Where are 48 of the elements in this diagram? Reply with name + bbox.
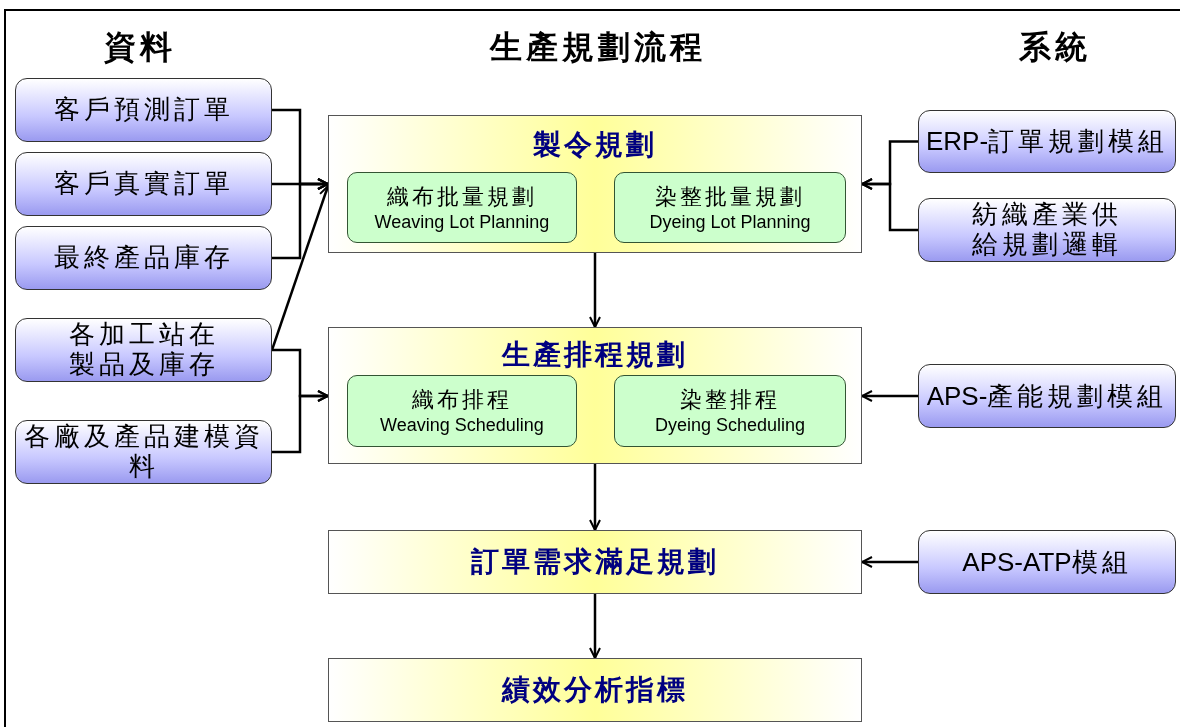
data-box	[918, 530, 1176, 594]
step-subtitle: Dyeing Lot Planning	[649, 210, 811, 233]
step-subtitle: Weaving Lot Planning	[374, 210, 550, 233]
step-box	[347, 375, 577, 447]
column-heading: 系統	[1019, 28, 1091, 67]
arrow	[589, 253, 601, 328]
column-heading: 資料	[104, 28, 176, 67]
step-subtitle: Weaving Scheduling	[380, 414, 544, 436]
box-label: APS-產能規劃模組	[926, 380, 1168, 412]
process-box	[328, 115, 862, 253]
data-box	[918, 364, 1176, 428]
box-label: 客戶真實訂單	[53, 169, 234, 199]
data-box	[15, 226, 272, 290]
step-title: 染整批量規劃	[655, 182, 805, 211]
arrow	[861, 178, 918, 232]
step-subtitle: Dyeing Scheduling	[654, 414, 806, 436]
box-label: 紡織產業供給規劃邏輯	[972, 200, 1122, 260]
data-box	[15, 318, 272, 382]
box-heading: 績效分析指標	[502, 673, 688, 707]
step-box	[614, 375, 846, 447]
step-box	[347, 172, 577, 243]
data-box	[918, 110, 1176, 173]
box-label: 各廠及產品建模資料	[22, 422, 265, 482]
data-box	[15, 78, 272, 142]
box-label: ERP-訂單規劃模組	[925, 126, 1169, 157]
step-title: 染整排程	[680, 386, 780, 414]
box-heading: 生產排程規劃	[502, 338, 688, 372]
box-heading: 訂單需求滿足規劃	[471, 545, 719, 579]
box-heading: 製令規劃	[533, 128, 657, 162]
arrow	[861, 556, 918, 568]
arrow	[589, 594, 601, 659]
box-label: APS-ATP模組	[962, 546, 1132, 578]
box-label: 客戶預測訂單	[53, 95, 234, 125]
step-title: 織布批量規劃	[387, 182, 537, 211]
data-box	[15, 152, 272, 216]
process-box	[328, 530, 862, 594]
box-label: 最終產品庫存	[53, 243, 234, 273]
step-box	[614, 172, 846, 243]
arrow	[861, 390, 918, 402]
arrow	[272, 178, 329, 260]
data-box	[918, 198, 1176, 262]
step-title: 織布排程	[412, 386, 512, 414]
process-box	[328, 327, 862, 464]
arrow	[272, 390, 329, 454]
arrow	[589, 464, 601, 531]
box-label: 各加工站在製品及庫存	[68, 320, 219, 380]
title: 生產規劃流程	[490, 28, 706, 67]
process-box	[328, 658, 862, 722]
